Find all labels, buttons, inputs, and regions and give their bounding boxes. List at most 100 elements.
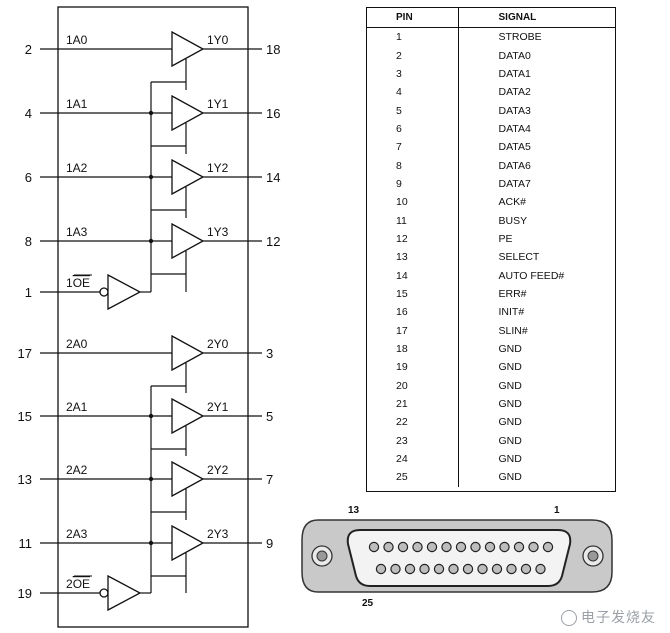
input-pin-number: 2: [25, 42, 32, 57]
output-signal-label: 2Y0: [207, 337, 229, 351]
enable-label-overbar: OE: [73, 577, 90, 591]
input-pin-number: 8: [25, 234, 32, 249]
pin-number-cell: 5: [366, 101, 459, 120]
buffer-triangle: [171, 158, 205, 196]
pin-number-cell: 3: [366, 64, 459, 84]
signal-name-cell: SELECT: [498, 251, 540, 264]
enable-pin-number: 19: [18, 586, 32, 601]
connector-pin-top: [412, 541, 423, 553]
input-pin-number: 4: [25, 106, 32, 121]
output-pin-number: 12: [266, 234, 280, 249]
input-pin-number: 6: [25, 170, 32, 185]
group1-enable-bus: [148, 81, 186, 292]
junction-dot: [148, 476, 154, 482]
signal-name-cell: GND: [498, 343, 522, 356]
pin-number-cell: 13: [366, 248, 459, 267]
connector-label-25: 25: [362, 598, 374, 609]
ic-body: [57, 6, 249, 628]
signal-name-cell: DATA4: [498, 122, 531, 135]
buffer-triangle: [171, 334, 205, 372]
connector-pin-bottom: [477, 563, 488, 575]
connector-pin-top: [528, 541, 539, 553]
pin-number-cell: 10: [366, 193, 459, 212]
junction-dot: [148, 110, 154, 116]
connector-shell: [346, 529, 572, 587]
connector-pin-top: [383, 541, 394, 553]
output-pin-number: 7: [266, 472, 273, 487]
enable-signal-label: 2OE: [66, 577, 90, 591]
signal-name-cell: AUTO FEED#: [498, 269, 565, 282]
table-row: 18 GND: [366, 339, 616, 359]
table-row: 6 DATA4: [366, 119, 616, 139]
db25-connector: 13 1 25: [301, 505, 613, 609]
pin-number-cell: 22: [366, 413, 459, 432]
connector-pin-top: [470, 541, 481, 553]
inverter-triangle: [107, 574, 142, 612]
connector-pin-top: [426, 541, 438, 553]
pin-number-cell: 17: [366, 321, 459, 340]
connector-label-1: 1: [554, 505, 560, 516]
buffer-triangle: [171, 460, 205, 498]
input-signal-label: 2A0: [66, 337, 88, 351]
pin-number-cell: 23: [366, 431, 459, 450]
input-signal-label: 1A0: [66, 33, 88, 47]
input-pin-number: 15: [18, 409, 32, 424]
signal-name-cell: INIT#: [498, 306, 525, 319]
group2-enable-inverter: 19 2OE: [18, 574, 151, 612]
output-pin-number: 9: [266, 536, 273, 551]
input-signal-label: 2A1: [66, 400, 88, 414]
connector-pin-bottom: [433, 563, 445, 575]
pin-number-cell: 11: [366, 211, 459, 230]
pin-number-cell: 6: [366, 119, 459, 139]
buffer-triangle: [171, 222, 205, 260]
connector-pin-bottom: [491, 563, 503, 575]
connector-label-13: 13: [348, 505, 360, 516]
pin-number-cell: 4: [366, 83, 459, 102]
signal-name-cell: DATA5: [498, 141, 531, 154]
connector-pin-top: [368, 541, 380, 553]
signal-name-cell: STROBE: [498, 31, 542, 44]
connector-pin-bottom: [520, 563, 532, 575]
watermark-text: 电子发烧友: [581, 610, 656, 626]
signal-name-cell: DATA7: [498, 177, 531, 190]
pin-number-cell: 25: [366, 468, 459, 487]
signal-name-cell: GND: [498, 398, 522, 411]
output-pin-number: 18: [266, 42, 280, 57]
inversion-bubble: [99, 287, 109, 297]
pin-number-cell: 8: [366, 156, 459, 175]
enable-signal-label: 1OE: [66, 276, 90, 290]
header-signal: SIGNAL: [458, 7, 616, 28]
signal-name-cell: GND: [498, 471, 522, 484]
signal-name-cell: DATA2: [498, 86, 531, 99]
pin-number-cell: 18: [366, 339, 459, 359]
pin-number-cell: 24: [366, 449, 459, 469]
connector-pin-bottom: [535, 563, 546, 575]
watermark-logo-icon: [561, 610, 577, 626]
pin-number-cell: 12: [366, 229, 459, 249]
table-row: 21 GND: [366, 394, 616, 414]
signal-name-cell: DATA3: [498, 104, 531, 117]
connector-pin-top: [499, 541, 510, 553]
connector-pin-top: [455, 541, 467, 553]
inversion-bubble: [99, 588, 109, 598]
pin-number-cell: 21: [366, 394, 459, 414]
